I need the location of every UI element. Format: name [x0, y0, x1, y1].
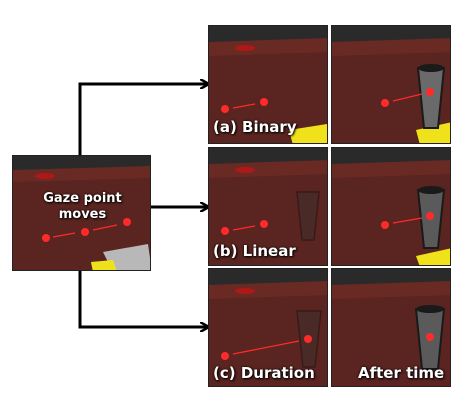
- binary-panel-right: [331, 25, 451, 144]
- binary-panel-left: (a) Binary: [208, 25, 328, 144]
- gaze-point: [426, 88, 434, 96]
- label-binary: (a) Binary: [213, 118, 297, 136]
- duration-panel-left: (c) Duration: [208, 268, 328, 387]
- gaze-point: [221, 352, 229, 360]
- source-label-line1: Gaze point: [43, 191, 122, 206]
- source-label-line2: moves: [58, 207, 107, 222]
- gaze-point: [381, 221, 389, 229]
- motion-arrow: [52, 232, 76, 238]
- label-after-time: After time: [358, 364, 445, 382]
- gaze-point: [381, 99, 389, 107]
- gaze-point: [426, 333, 434, 341]
- label-duration: (c) Duration: [213, 364, 315, 382]
- gaze-point: [260, 220, 268, 228]
- duration-panel-right: After time: [331, 268, 451, 387]
- gaze-point: [304, 335, 312, 343]
- cup-icon: [296, 191, 320, 241]
- gaze-point: [260, 98, 268, 106]
- source-scene: [13, 156, 150, 270]
- arrow-to-binary: [78, 84, 208, 155]
- motion-arrow: [92, 224, 118, 231]
- gaze-point: [221, 227, 229, 235]
- gaze-point: [123, 218, 131, 226]
- gaze-point: [426, 212, 434, 220]
- arrow-to-duration: [78, 271, 208, 327]
- gaze-point: [221, 105, 229, 113]
- label-linear: (b) Linear: [213, 242, 296, 260]
- linear-panel-right: [331, 147, 451, 266]
- gaze-point: [81, 228, 89, 236]
- source-panel: Gaze point moves: [12, 155, 151, 271]
- linear-panel-left: (b) Linear: [208, 147, 328, 266]
- gaze-point: [42, 234, 50, 242]
